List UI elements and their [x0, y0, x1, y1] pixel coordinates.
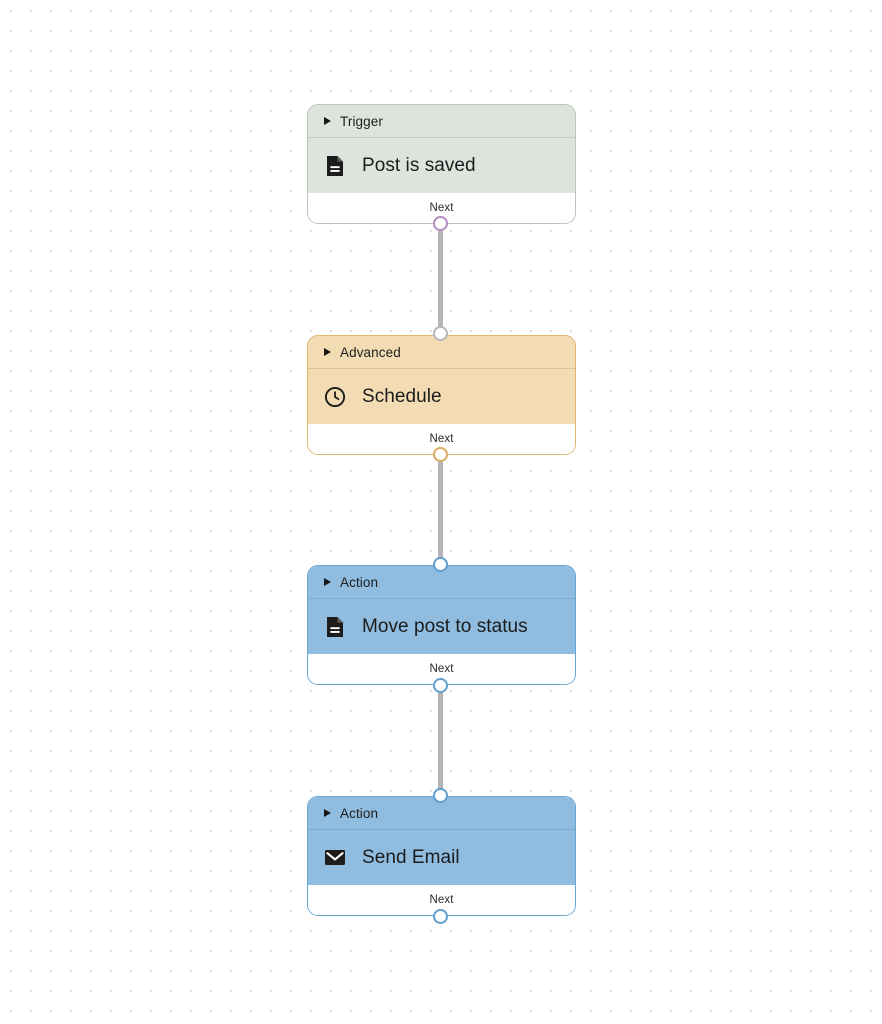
collapse-triangle-icon[interactable]	[324, 578, 331, 586]
node-title-label: Post is saved	[362, 154, 476, 176]
edge-advanced-to-action-1[interactable]	[438, 453, 443, 569]
node-footer-label: Next	[429, 433, 454, 445]
node-body-advanced[interactable]: Schedule	[308, 369, 575, 424]
input-port-advanced[interactable]	[433, 326, 448, 341]
node-title-label: Move post to status	[362, 615, 528, 637]
output-port-action-move-post[interactable]	[433, 678, 448, 693]
node-footer-label: Next	[429, 894, 454, 906]
workflow-node-action-send-email[interactable]: Action Send Email Next	[307, 796, 576, 916]
workflow-node-action-move-post[interactable]: Action Move post to status Next	[307, 565, 576, 685]
node-category-label: Action	[340, 805, 379, 821]
node-body-trigger[interactable]: Post is saved	[308, 138, 575, 193]
output-port-advanced[interactable]	[433, 447, 448, 462]
node-title-label: Schedule	[362, 385, 442, 407]
envelope-icon	[324, 847, 346, 869]
workflow-node-trigger[interactable]: Trigger Post is saved Next	[307, 104, 576, 224]
node-body-action-move-post[interactable]: Move post to status	[308, 599, 575, 654]
node-body-action-send-email[interactable]: Send Email	[308, 830, 575, 885]
node-footer-label: Next	[429, 663, 454, 675]
collapse-triangle-icon[interactable]	[324, 348, 331, 356]
node-title-label: Send Email	[362, 846, 460, 868]
node-header-trigger[interactable]: Trigger	[308, 105, 575, 138]
input-port-action-send-email[interactable]	[433, 788, 448, 803]
clock-icon	[324, 386, 346, 408]
node-header-advanced[interactable]: Advanced	[308, 336, 575, 369]
input-port-action-move-post[interactable]	[433, 557, 448, 572]
document-icon	[324, 616, 346, 638]
node-footer-label: Next	[429, 202, 454, 214]
node-category-label: Advanced	[340, 344, 401, 360]
node-category-label: Trigger	[340, 113, 383, 129]
edge-action-1-to-action-2[interactable]	[438, 684, 443, 800]
collapse-triangle-icon[interactable]	[324, 117, 331, 125]
output-port-action-send-email[interactable]	[433, 909, 448, 924]
document-icon	[324, 155, 346, 177]
collapse-triangle-icon[interactable]	[324, 809, 331, 817]
workflow-node-advanced[interactable]: Advanced Schedule Next	[307, 335, 576, 455]
output-port-trigger[interactable]	[433, 216, 448, 231]
node-category-label: Action	[340, 574, 379, 590]
edge-trigger-to-advanced[interactable]	[438, 222, 443, 338]
